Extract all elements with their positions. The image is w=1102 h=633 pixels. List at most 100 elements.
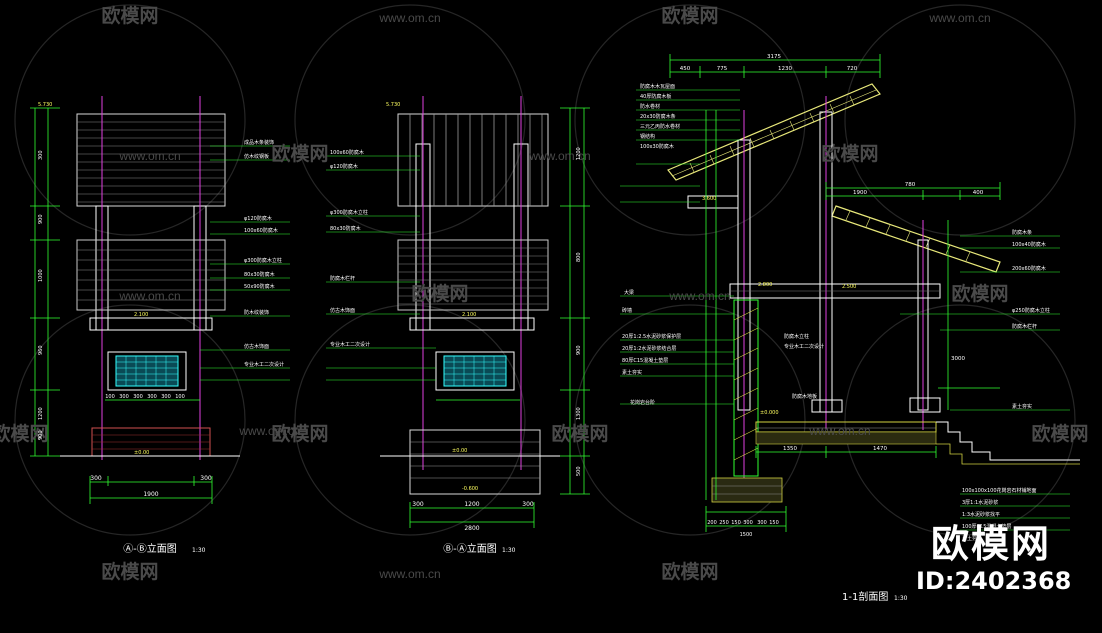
watermark-brand: 欧模网 bbox=[661, 4, 718, 27]
watermark-brand: 欧模网 bbox=[551, 422, 608, 445]
elev-b-dim-left: 300 bbox=[412, 501, 424, 508]
elev-a-level-mid: 2.100 bbox=[134, 312, 148, 318]
elev-a-note: φ300防腐木立柱 bbox=[244, 257, 282, 264]
section-dim-mid: 3000 bbox=[951, 356, 965, 362]
section-label: 防腐木立柱 bbox=[784, 333, 809, 340]
elev-b-dim-mid: 1200 bbox=[464, 501, 479, 508]
watermark-site: www.om.cn bbox=[378, 567, 440, 581]
badge-brand: 欧模网 bbox=[930, 522, 1051, 566]
section-base-note: 1:3水泥砂浆找平 bbox=[962, 511, 1000, 518]
section-base-note: 3厚1:1水泥砂浆 bbox=[962, 499, 998, 506]
section-dim-base: 300 bbox=[757, 520, 767, 526]
elev-a-note: 100x60防腐木 bbox=[244, 227, 278, 234]
elev-a-dim-right-list: 1200 bbox=[38, 407, 44, 420]
section-roof-note: 防水卷材 bbox=[640, 103, 660, 110]
elev-b-note: 防腐木栏杆 bbox=[330, 275, 355, 282]
section-level: 2.500 bbox=[842, 284, 856, 290]
elev-b-dim-total: 2800 bbox=[464, 525, 479, 532]
elev-a-note: 仿古木饰面 bbox=[244, 343, 269, 350]
elevation-b bbox=[326, 96, 590, 528]
elev-b-dim-right-list: 1300 bbox=[576, 407, 582, 420]
section-dim-top: 720 bbox=[847, 66, 858, 72]
section-dim-top: 775 bbox=[717, 66, 728, 72]
elev-b-title: Ⓑ-Ⓐ立面图 bbox=[443, 542, 497, 555]
badge-id: ID:2402368 bbox=[916, 567, 1072, 595]
watermark-site: www.om.cn bbox=[118, 289, 180, 303]
elev-a-panel-dim: 300 bbox=[161, 394, 171, 400]
watermark-site: www.om.cn bbox=[118, 149, 180, 163]
section-roof-note: 100x30防腐木 bbox=[640, 143, 674, 150]
elev-a-note: 成品木条装饰 bbox=[244, 139, 274, 146]
section-wall-note: 20厚1:2.5水泥砂浆保护层 bbox=[622, 333, 681, 340]
elev-b-dim-right-list: 800 bbox=[576, 252, 582, 262]
elev-b-note: 100x60防腐木 bbox=[330, 149, 364, 156]
watermark-brand: 欧模网 bbox=[101, 560, 158, 583]
elev-a-title: Ⓐ-Ⓑ立面图 bbox=[123, 542, 177, 555]
elev-b-note: 仿古木饰面 bbox=[330, 307, 355, 314]
section-roof-note: 防腐木木瓦屋面 bbox=[640, 83, 675, 90]
section-label: 防腐木地板 bbox=[792, 393, 817, 400]
text-layer: 欧模网欧模网欧模网欧模网欧模网欧模网欧模网欧模网欧模网欧模网欧模网欧模网www.… bbox=[0, 4, 1089, 603]
elev-b-dim-right-list: 900 bbox=[576, 345, 582, 355]
watermark-brand: 欧模网 bbox=[101, 4, 158, 27]
section-base-note: 素土夯实 bbox=[962, 535, 982, 542]
elev-a-panel-dim: 300 bbox=[119, 394, 129, 400]
watermark-site: www.om.cn bbox=[378, 11, 440, 25]
watermark-circles bbox=[14, 4, 1076, 536]
elev-a-scale: 1:30 bbox=[192, 547, 206, 554]
section-label: 大梁 bbox=[624, 289, 634, 296]
watermark-brand: 欧模网 bbox=[951, 282, 1008, 305]
elev-a-panel-dim: 100 bbox=[175, 394, 185, 400]
section-right-note: 素土夯实 bbox=[1012, 403, 1032, 410]
watermark-site: www.om.cn bbox=[668, 289, 730, 303]
section-wall-note: 80厚C15混凝土垫层 bbox=[622, 357, 668, 364]
elev-b-level-base: -0.600 bbox=[462, 486, 478, 492]
section-1-1 bbox=[620, 54, 1080, 532]
section-dim-base: 150 bbox=[731, 520, 741, 526]
section-dim-mid: 400 bbox=[973, 190, 984, 196]
watermark-brand: 欧模网 bbox=[271, 142, 328, 165]
watermark-brand: 欧模网 bbox=[271, 422, 328, 445]
section-dim-base: 1500 bbox=[740, 532, 753, 538]
section-right-note: 200x60防腐木 bbox=[1012, 265, 1046, 272]
elev-b-dim-right-list: 500 bbox=[576, 466, 582, 476]
elev-a-panel-dim: 300 bbox=[147, 394, 157, 400]
section-label: 专业木工二次设计 bbox=[784, 343, 824, 350]
section-roof-note: 三元乙丙防水卷材 bbox=[640, 123, 680, 130]
elev-a-dim-right-list: 900 bbox=[38, 430, 44, 440]
section-roof-note: 40厚防腐木板 bbox=[640, 93, 671, 100]
section-base-note: 100厚C15混凝土垫层 bbox=[962, 523, 1011, 530]
section-dim-mid: 780 bbox=[905, 182, 916, 188]
section-base-note: 100x100x100花岗岩石材铺地面 bbox=[962, 487, 1037, 494]
section-roof-note: 20x30防腐木条 bbox=[640, 113, 676, 120]
elev-b-dim-right: 300 bbox=[522, 501, 534, 508]
section-right-note: φ250防腐木立柱 bbox=[1012, 307, 1050, 314]
section-dim-bottom: 1470 bbox=[873, 446, 887, 452]
watermark-brand: 欧模网 bbox=[411, 282, 468, 305]
elev-a-dim-right-list: 960 bbox=[38, 345, 44, 355]
section-scale: 1:30 bbox=[894, 595, 908, 602]
section-wall-note: 砖墙 bbox=[622, 307, 632, 314]
section-wall-note: 素土夯实 bbox=[622, 369, 642, 376]
watermark-brand: 欧模网 bbox=[0, 422, 49, 445]
watermark-brand: 欧模网 bbox=[821, 142, 878, 165]
elev-a-dim-total: 1900 bbox=[143, 491, 158, 498]
section-level: ±0.000 bbox=[760, 410, 779, 416]
section-level: 2.800 bbox=[758, 282, 772, 288]
watermark-brand: 欧模网 bbox=[661, 560, 718, 583]
elev-b-note: φ300防腐木立柱 bbox=[330, 209, 368, 216]
elev-a-note: 80x30防腐木 bbox=[244, 271, 275, 278]
watermark-site: www.om.cn bbox=[808, 424, 870, 438]
section-wall-note: 20厚1:2水泥砂浆结合层 bbox=[622, 345, 676, 352]
elevation-a bbox=[30, 96, 290, 504]
section-title: 1-1剖面图 bbox=[842, 590, 888, 603]
elev-a-panel-dim: 100 bbox=[105, 394, 115, 400]
elev-a-note: 防木纹装饰 bbox=[244, 309, 269, 316]
elev-b-note: φ120防腐木 bbox=[330, 163, 358, 170]
section-dim-top: 3175 bbox=[767, 54, 781, 60]
elev-b-level-ground: ±0.00 bbox=[452, 448, 467, 454]
elev-b-scale: 1:30 bbox=[502, 547, 516, 554]
section-label: 花岗岩台阶 bbox=[630, 399, 655, 406]
section-dim-top: 450 bbox=[680, 66, 691, 72]
